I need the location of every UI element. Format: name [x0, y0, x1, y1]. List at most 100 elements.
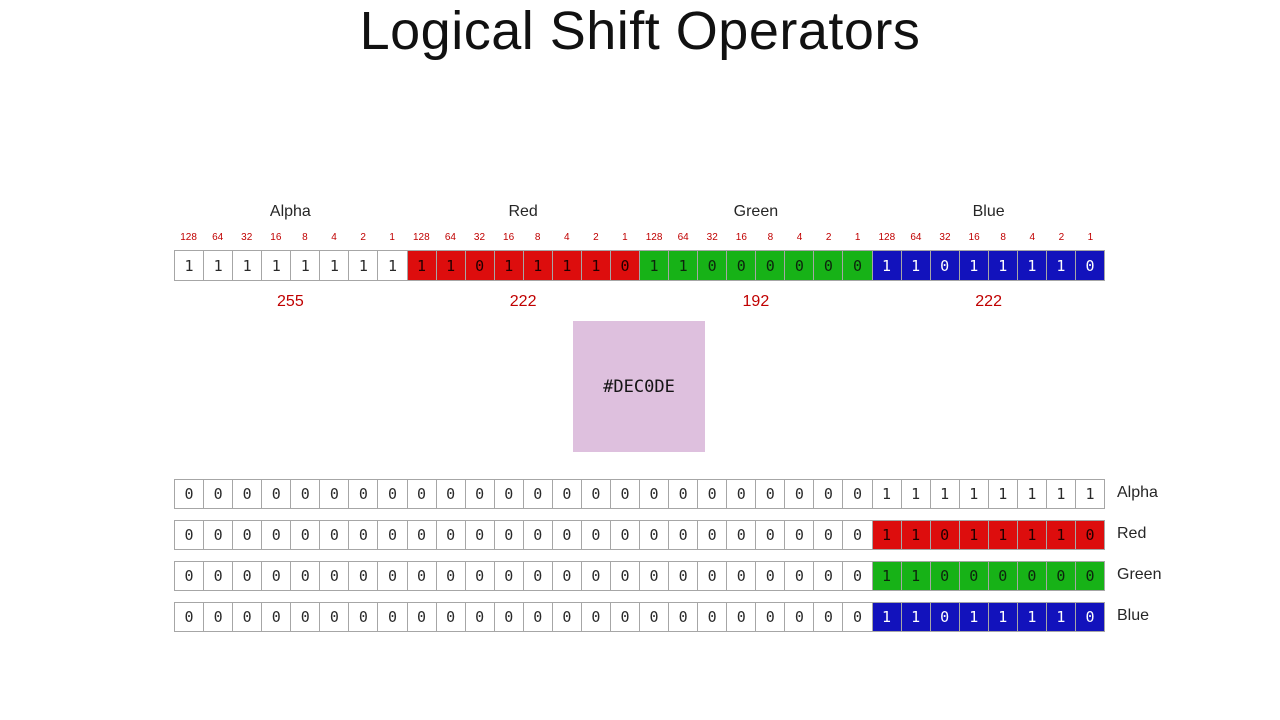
shifted-row-label-green: Green [1117, 566, 1162, 583]
bit-cell-zero: 0 [726, 602, 756, 632]
bit-cell-zero: 0 [493, 561, 523, 591]
bit-cell-alpha: 1 [929, 479, 959, 509]
bit-weight-label: 32 [706, 232, 718, 243]
bit-weight-label: 16 [503, 232, 515, 243]
bit-cell-red: 1 [493, 250, 523, 281]
shifted-row-label-alpha: Alpha [1117, 484, 1158, 501]
bit-cell-zero: 0 [464, 602, 494, 632]
bit-cell-alpha: 1 [377, 250, 407, 281]
bit-cell-green: 0 [1074, 561, 1104, 591]
bit-weight-label: 128 [645, 232, 663, 243]
bit-cell-zero: 0 [842, 602, 872, 632]
decode-color-swatch: #DEC0DE [573, 321, 705, 452]
bit-cell-zero: 0 [668, 479, 698, 509]
bit-cell-zero: 0 [755, 602, 785, 632]
bit-weight-label: 8 [534, 232, 541, 243]
bit-cell-red: 0 [464, 250, 494, 281]
bit-cell-zero: 0 [319, 602, 349, 632]
bit-cell-zero: 0 [377, 602, 407, 632]
bit-cell-zero: 0 [580, 520, 610, 550]
bit-weight-label: 8 [302, 232, 308, 243]
bit-cell-zero: 0 [551, 561, 581, 591]
bit-cell-blue: 0 [1074, 602, 1104, 632]
bit-cell-zero: 0 [261, 602, 291, 632]
bit-cell-zero: 0 [726, 561, 756, 591]
bit-cell-blue: 1 [987, 602, 1017, 632]
bit-weight-label: 64 [910, 232, 922, 243]
bit-cell-zero: 0 [203, 479, 233, 509]
bit-cell-blue: 1 [1045, 602, 1075, 632]
channel-headers: Alpha Red Green Blue [174, 203, 1105, 223]
bit-cell-zero: 0 [639, 561, 669, 591]
bit-cell-zero: 0 [261, 520, 291, 550]
bit-weight-label: 32 [241, 232, 253, 243]
bit-cell-zero: 0 [261, 479, 291, 509]
bit-cell-zero: 0 [232, 479, 262, 509]
bit-cell-alpha: 1 [871, 479, 901, 509]
bit-cell-zero: 0 [174, 561, 204, 591]
bit-weight-label: 8 [767, 232, 774, 243]
bit-cell-alpha: 1 [1045, 479, 1075, 509]
decimal-alpha: 255 [277, 293, 304, 310]
bit-cell-green: 0 [958, 561, 988, 591]
bit-weight-label: 16 [735, 232, 747, 243]
bit-cell-zero: 0 [290, 602, 320, 632]
bit-cell-red: 1 [900, 520, 930, 550]
bit-cell-zero: 0 [784, 561, 814, 591]
bit-cell-zero: 0 [406, 561, 436, 591]
bit-cell-zero: 0 [522, 479, 552, 509]
bit-cell-zero: 0 [784, 602, 814, 632]
shifted-row-label-red: Red [1117, 525, 1147, 542]
bit-cell-zero: 0 [697, 520, 727, 550]
bit-cell-alpha: 1 [261, 250, 291, 281]
bit-weight-label: 32 [939, 232, 951, 243]
bit-cell-zero: 0 [348, 479, 378, 509]
bit-weight-label: 64 [677, 232, 689, 243]
bit-weight-label: 16 [968, 232, 980, 243]
bit-cell-zero: 0 [464, 561, 494, 591]
bit-cell-red: 1 [522, 250, 552, 281]
bit-weight-label: 4 [331, 232, 337, 243]
bit-cell-zero: 0 [493, 479, 523, 509]
bit-cell-zero: 0 [639, 479, 669, 509]
bit-cell-red: 1 [1016, 520, 1046, 550]
bit-cell-zero: 0 [348, 520, 378, 550]
bit-cell-alpha: 1 [203, 250, 233, 281]
bit-cell-blue: 1 [1016, 250, 1046, 281]
decimal-green: 192 [742, 293, 770, 310]
bit-cell-zero: 0 [726, 479, 756, 509]
bit-cell-alpha: 1 [958, 479, 988, 509]
page-title: Logical Shift Operators [359, 1, 921, 61]
bit-cell-red: 0 [609, 250, 639, 281]
bit-cell-zero: 0 [290, 561, 320, 591]
bit-cell-blue: 1 [900, 602, 930, 632]
bit-cell-zero: 0 [493, 520, 523, 550]
bit-cell-zero: 0 [551, 479, 581, 509]
bit-weight-label: 4 [563, 232, 570, 243]
bit-weight-label: 1 [1087, 232, 1094, 243]
bit-cell-zero: 0 [697, 479, 727, 509]
bit-cell-zero: 0 [348, 602, 378, 632]
bit-cell-red: 1 [435, 250, 465, 281]
bit-cell-alpha: 1 [319, 250, 349, 281]
bit-weight-label: 128 [180, 232, 197, 243]
bit-cell-blue: 1 [958, 250, 988, 281]
bit-cell-zero: 0 [697, 561, 727, 591]
bit-cell-zero: 0 [551, 602, 581, 632]
bit-cell-zero: 0 [784, 520, 814, 550]
bit-cell-red: 1 [406, 250, 436, 281]
bit-cell-zero: 0 [784, 479, 814, 509]
bit-cell-green: 0 [1045, 561, 1075, 591]
bit-cell-green: 0 [1016, 561, 1046, 591]
bit-cell-zero: 0 [435, 520, 465, 550]
bit-weight-label: 16 [270, 232, 282, 243]
bit-cell-alpha: 1 [174, 250, 204, 281]
channel-decimals-row: 255 222 192 222 [174, 293, 1105, 313]
bit-cell-zero: 0 [842, 520, 872, 550]
bit-cell-blue: 0 [1074, 250, 1104, 281]
bit-cell-blue: 0 [929, 602, 959, 632]
bit-cell-zero: 0 [609, 561, 639, 591]
bit-cell-zero: 0 [493, 602, 523, 632]
